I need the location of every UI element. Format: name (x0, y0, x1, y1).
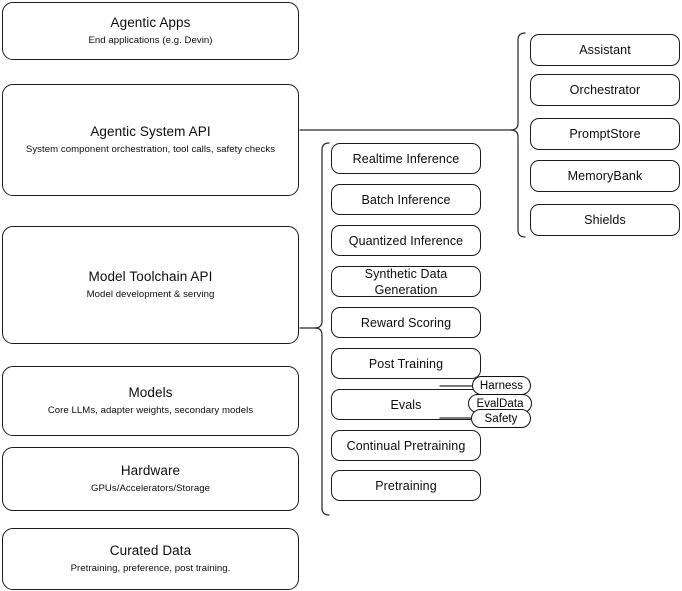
mid-item-label: Synthetic Data Generation (364, 266, 448, 297)
layer-title: Hardware (120, 463, 181, 478)
mid-item-pretraining[interactable]: Pretraining (331, 470, 481, 501)
layer-models[interactable]: Models Core LLMs, adapter weights, secon… (2, 366, 299, 436)
mid-item-post-training[interactable]: Post Training (331, 348, 481, 379)
right-item-assistant[interactable]: Assistant (530, 34, 680, 66)
layer-subtitle: Pretraining, preference, post training. (70, 563, 231, 574)
mid-item-synthetic-data-generation[interactable]: Synthetic Data Generation (331, 266, 481, 297)
mid-item-reward-scoring[interactable]: Reward Scoring (331, 307, 481, 338)
mid-item-continual-pretraining[interactable]: Continual Pretraining (331, 430, 481, 461)
right-item-label: Shields (584, 213, 626, 227)
badge-harness[interactable]: Harness (472, 376, 531, 395)
layer-curated-data[interactable]: Curated Data Pretraining, preference, po… (2, 528, 299, 590)
mid-item-batch-inference[interactable]: Batch Inference (331, 184, 481, 215)
right-item-orchestrator[interactable]: Orchestrator (530, 74, 680, 106)
layer-subtitle: End applications (e.g. Devin) (88, 35, 213, 46)
mid-item-label: Post Training (368, 356, 444, 371)
layer-agentic-apps[interactable]: Agentic Apps End applications (e.g. Devi… (2, 2, 299, 60)
badge-safety[interactable]: Safety (471, 409, 531, 428)
right-item-memorybank[interactable]: MemoryBank (530, 160, 680, 192)
layer-title: Curated Data (109, 543, 192, 558)
layer-title: Agentic Apps (110, 15, 191, 30)
layer-agentic-system-api[interactable]: Agentic System API System component orch… (2, 84, 299, 196)
layer-subtitle: System component orchestration, tool cal… (25, 144, 276, 155)
mid-item-quantized-inference[interactable]: Quantized Inference (331, 225, 481, 256)
mid-item-label: Realtime Inference (352, 151, 460, 166)
mid-item-realtime-inference[interactable]: Realtime Inference (331, 143, 481, 174)
layer-title: Models (128, 385, 173, 400)
badge-label: Safety (484, 412, 518, 425)
layer-subtitle: Core LLMs, adapter weights, secondary mo… (47, 405, 254, 416)
mid-item-label: Continual Pretraining (346, 438, 466, 453)
mid-item-label: Batch Inference (361, 192, 451, 207)
layer-hardware[interactable]: Hardware GPUs/Accelerators/Storage (2, 447, 299, 511)
layer-subtitle: GPUs/Accelerators/Storage (90, 483, 211, 494)
layer-model-toolchain-api[interactable]: Model Toolchain API Model development & … (2, 226, 299, 344)
right-item-label: Assistant (579, 43, 631, 57)
mid-item-label: Reward Scoring (360, 315, 452, 330)
middle-column-brace (314, 142, 330, 516)
right-column-brace (510, 32, 526, 238)
right-item-label: PromptStore (569, 127, 641, 141)
right-item-promptstore[interactable]: PromptStore (530, 118, 680, 150)
badge-label: EvalData (476, 397, 524, 410)
right-item-label: Orchestrator (569, 83, 641, 97)
layer-title: Model Toolchain API (88, 269, 213, 284)
right-item-shields[interactable]: Shields (530, 204, 680, 236)
right-item-label: MemoryBank (567, 169, 643, 183)
badge-label: Harness (479, 379, 524, 392)
mid-item-label: Evals (390, 397, 422, 412)
mid-item-evals[interactable]: Evals (331, 389, 481, 420)
mid-item-label: Pretraining (375, 478, 437, 493)
mid-item-label: Quantized Inference (348, 233, 464, 248)
layer-subtitle: Model development & serving (86, 289, 215, 300)
layer-title: Agentic System API (90, 124, 211, 139)
